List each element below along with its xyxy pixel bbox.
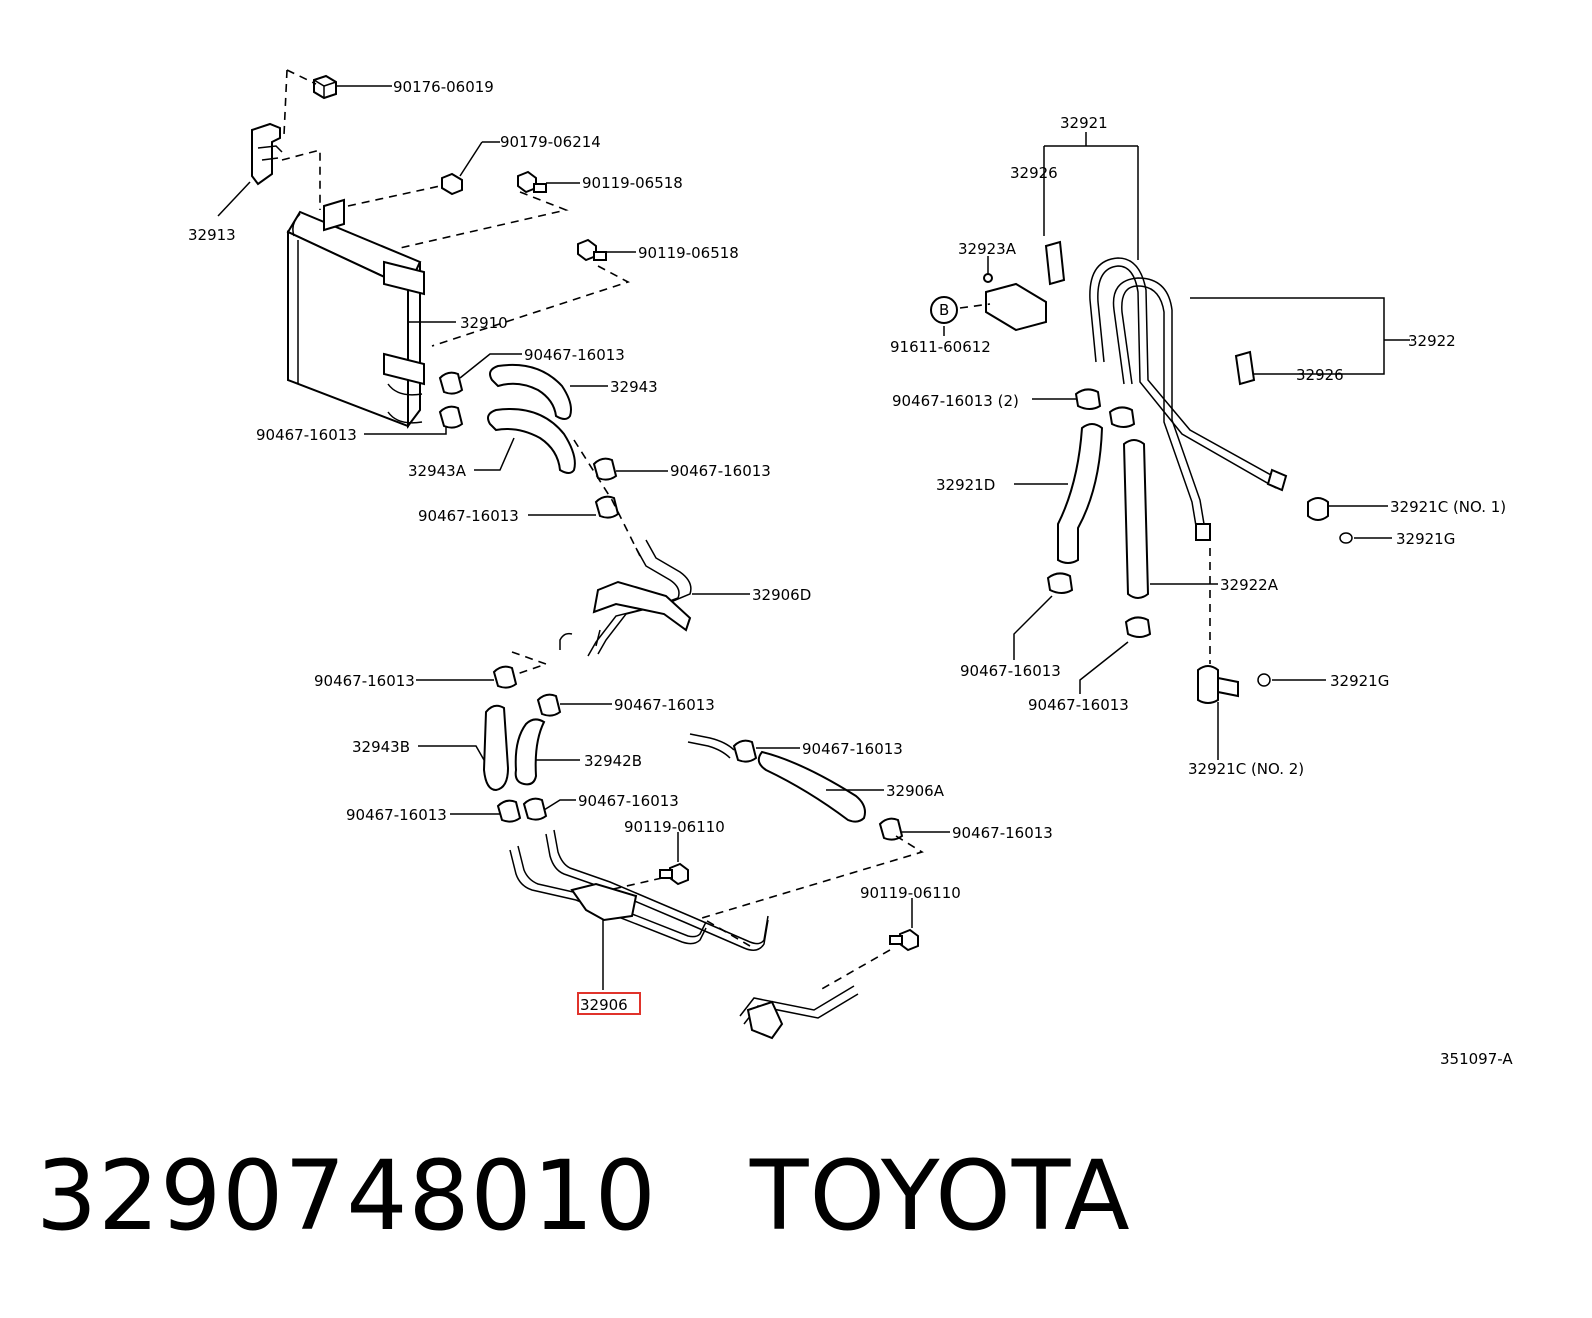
hose-32922A <box>1122 439 1150 599</box>
label-90467-16013-d: 90467-16013 <box>418 507 519 525</box>
label-90176-06019: 90176-06019 <box>393 78 494 96</box>
sleeve-32926-b <box>1234 350 1256 386</box>
bracket-32923A <box>983 273 1047 332</box>
label-90467-16013-k: 90467-16013 <box>960 662 1061 680</box>
label-32921G-a: 32921G <box>1396 530 1455 548</box>
clamp-90467-16013-i <box>732 739 758 763</box>
label-32922A: 32922A <box>1220 576 1279 594</box>
o-ring-32921G-b <box>1257 673 1271 687</box>
label-90467-16013-i: 90467-16013 <box>802 740 903 758</box>
clamp-90467-16013-h <box>522 797 548 821</box>
clamp-90467-16013-k <box>1046 572 1074 594</box>
label-90467-16013-j: 90467-16013 <box>952 824 1053 842</box>
label-90119-06110-b: 90119-06110 <box>860 884 961 902</box>
label-B: B <box>939 301 949 319</box>
label-90179-06214: 90179-06214 <box>500 133 601 151</box>
label-90467-16013-l: 90467-16013 <box>1028 696 1129 714</box>
clamp-90467-16013-c <box>592 457 618 481</box>
label-32943A: 32943A <box>408 462 467 480</box>
union-32921C-no1 <box>1307 497 1329 521</box>
label-90467-16013-e: 90467-16013 <box>314 672 415 690</box>
label-32906D: 32906D <box>752 586 811 604</box>
label-32921C-no1: 32921C (NO. 1) <box>1390 498 1506 516</box>
highlight-box <box>577 992 641 1015</box>
clamp-90467-16013-a <box>438 371 464 395</box>
clamp-90467-16013-e <box>492 665 518 689</box>
label-90467-16013-2: 90467-16013 (2) <box>892 392 1019 410</box>
label-90467-16013-g: 90467-16013 <box>346 806 447 824</box>
label-32943: 32943 <box>610 378 658 396</box>
label-diagram-ref: 351097-A <box>1440 1050 1513 1068</box>
pipe-32921 <box>1089 257 1288 541</box>
pipe-32906D <box>559 539 692 657</box>
label-32921C-no2: 32921C (NO. 2) <box>1188 760 1304 778</box>
nut-90179-06214 <box>441 172 463 196</box>
label-32926-a: 32926 <box>1010 164 1058 182</box>
pipe-32906 <box>509 829 859 1040</box>
label-32922: 32922 <box>1408 332 1456 350</box>
label-32921D: 32921D <box>936 476 995 494</box>
label-90467-16013-a: 90467-16013 <box>524 346 625 364</box>
label-32906A: 32906A <box>886 782 945 800</box>
label-32926-b: 32926 <box>1296 366 1344 384</box>
part-number: 3290748010 <box>36 1140 657 1252</box>
label-32921: 32921 <box>1060 114 1108 132</box>
label-90119-06518-a: 90119-06518 <box>582 174 683 192</box>
label-32943B: 32943B <box>352 738 410 756</box>
label-32910: 32910 <box>460 314 508 332</box>
footer: 3290748010 TOYOTA <box>36 1140 1131 1280</box>
bolt-90119-06518-b <box>577 238 607 262</box>
union-32921C-no2 <box>1197 665 1239 704</box>
parts-diagram: 90176-06019 90179-06214 90119-06518 9011… <box>188 69 1513 1068</box>
hose-32942B <box>514 718 546 786</box>
hose-32906A <box>757 750 866 823</box>
hose-32943A <box>487 408 576 474</box>
sleeve-32926-a <box>1044 240 1066 286</box>
hose-32943B <box>482 704 510 792</box>
nut-90176-06019 <box>313 74 337 100</box>
brand-name: TOYOTA <box>749 1140 1131 1252</box>
label-32942B: 32942B <box>584 752 642 770</box>
label-32923A: 32923A <box>958 240 1017 258</box>
label-32913: 32913 <box>188 226 236 244</box>
label-32906: 32906 <box>580 996 628 1014</box>
bolt-90119-06110-a <box>659 862 689 886</box>
oil-cooler-32910 <box>286 198 425 429</box>
label-32921G-b: 32921G <box>1330 672 1389 690</box>
label-90467-16013-c: 90467-16013 <box>670 462 771 480</box>
o-ring-32921G-a <box>1339 532 1353 544</box>
label-90119-06110-a: 90119-06110 <box>624 818 725 836</box>
bolt-90119-06518-a <box>517 170 547 194</box>
label-90467-16013-h: 90467-16013 <box>578 792 679 810</box>
clamp-90467-16013-b <box>438 405 464 429</box>
clamp-90467-16013-f <box>536 693 562 717</box>
label-90467-16013-f: 90467-16013 <box>614 696 715 714</box>
clamp-90467-16013-2 <box>1074 388 1136 428</box>
label-91611-60612: 91611-60612 <box>890 338 991 356</box>
label-90467-16013-b: 90467-16013 <box>256 426 357 444</box>
clamp-90467-16013-l <box>1124 616 1152 638</box>
clamp-90467-16013-j <box>878 817 904 841</box>
hose-32943 <box>489 363 572 420</box>
label-90119-06518-b: 90119-06518 <box>638 244 739 262</box>
bracket-32913 <box>251 122 283 186</box>
bolt-90119-06110-b <box>889 928 919 952</box>
hose-32921D <box>1057 423 1104 564</box>
clamp-90467-16013-d <box>594 495 620 519</box>
clamp-90467-16013-g <box>496 799 522 823</box>
